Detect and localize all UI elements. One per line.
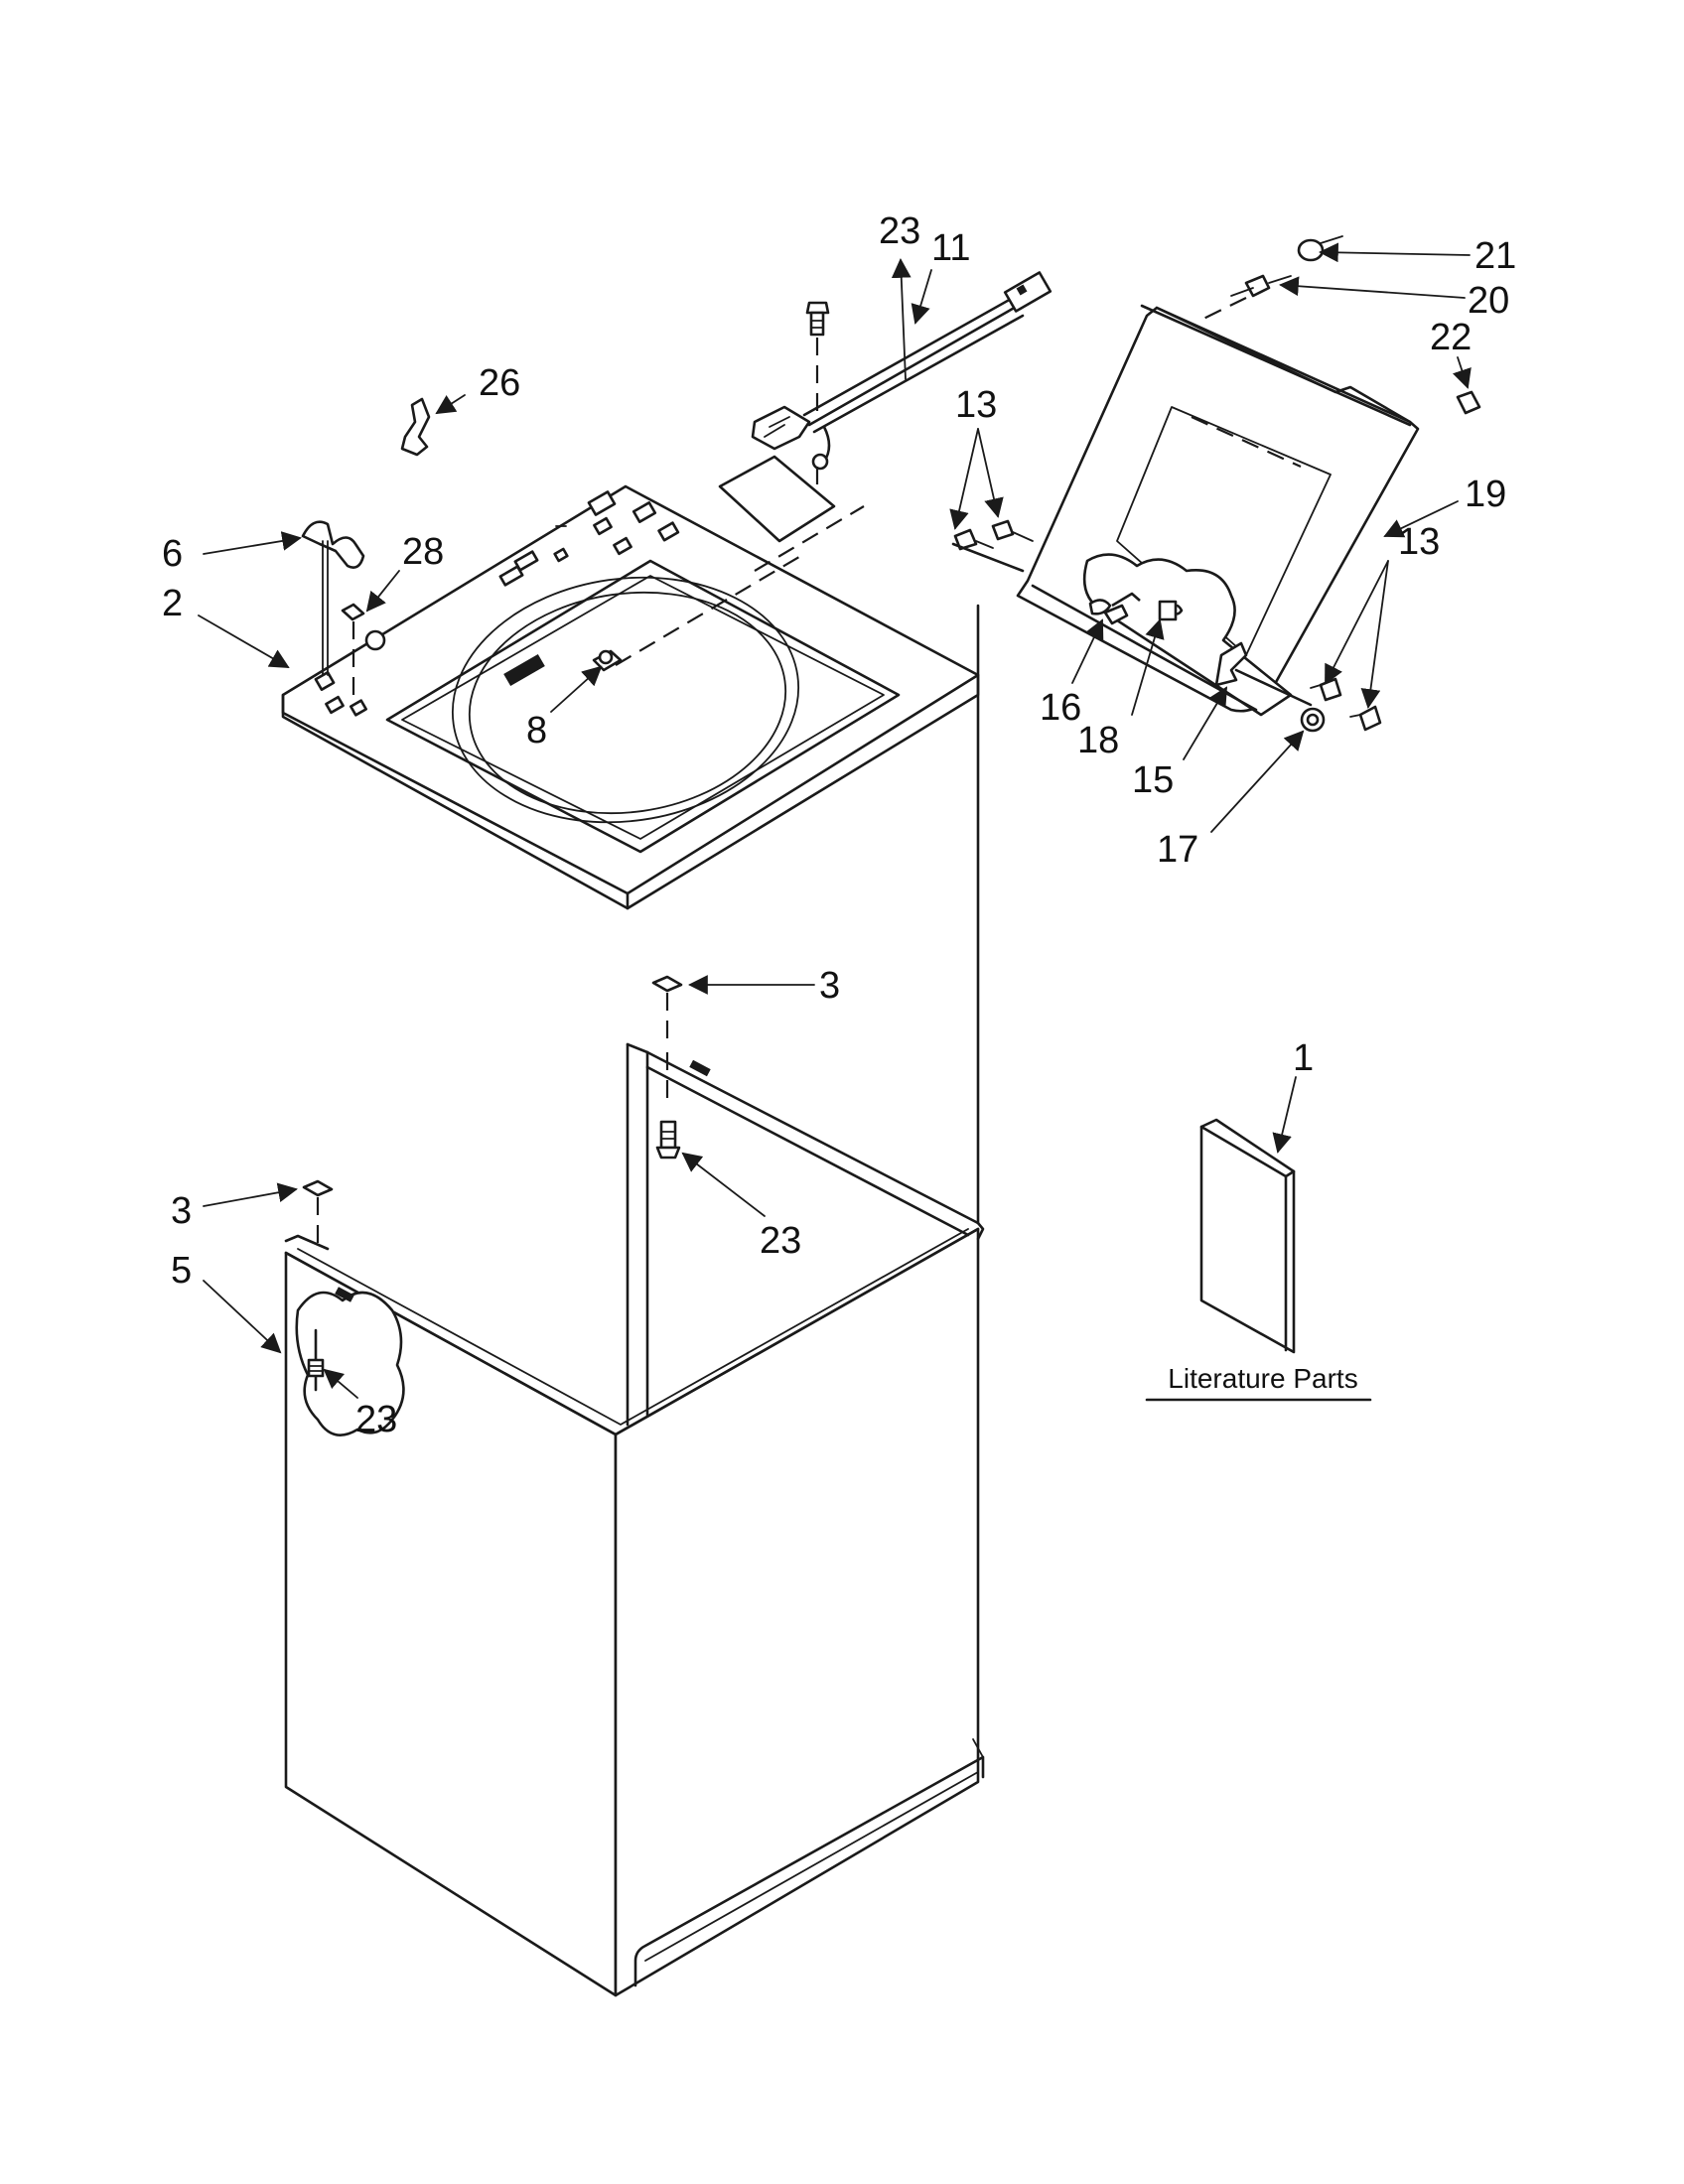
callout-13-right: 13 — [1398, 521, 1440, 563]
callout-6: 6 — [162, 533, 183, 575]
part-28-clip — [341, 603, 365, 695]
callout-23-top: 23 — [879, 210, 920, 252]
callout-leaders — [198, 242, 1472, 1399]
callout-17: 17 — [1157, 829, 1198, 871]
callout-28: 28 — [402, 531, 444, 573]
callout-15: 15 — [1132, 759, 1174, 801]
callout-26: 26 — [479, 362, 520, 404]
part-1-literature — [1199, 1118, 1296, 1354]
callout-16: 16 — [1040, 687, 1081, 729]
callout-8: 8 — [526, 710, 547, 751]
part-19-lid — [951, 235, 1481, 733]
callout-23-middle: 23 — [760, 1220, 801, 1262]
part-6-bracket — [301, 520, 365, 676]
callout-5: 5 — [171, 1250, 192, 1292]
callout-20: 20 — [1468, 280, 1509, 322]
callout-21: 21 — [1474, 235, 1516, 277]
callout-23-bottom: 23 — [355, 1399, 397, 1440]
part-26-clip — [400, 397, 431, 457]
callout-3-right: 3 — [819, 965, 840, 1007]
cabinet — [284, 604, 985, 1997]
callout-22: 22 — [1430, 317, 1472, 358]
callout-18: 18 — [1077, 720, 1119, 761]
callout-1: 1 — [1293, 1037, 1314, 1079]
part-11-wire-harness — [718, 271, 1052, 543]
callout-13-left: 13 — [955, 384, 997, 426]
literature-parts-label: Literature Parts — [1168, 1363, 1357, 1394]
callout-2: 2 — [162, 583, 183, 624]
washer-top — [281, 484, 980, 910]
callout-numbers: 23 11 26 6 2 28 8 13 21 20 22 19 13 16 1… — [162, 210, 1516, 1440]
callout-3-left: 3 — [171, 1190, 192, 1232]
callout-19: 19 — [1465, 474, 1506, 515]
callout-11: 11 — [931, 227, 970, 269]
